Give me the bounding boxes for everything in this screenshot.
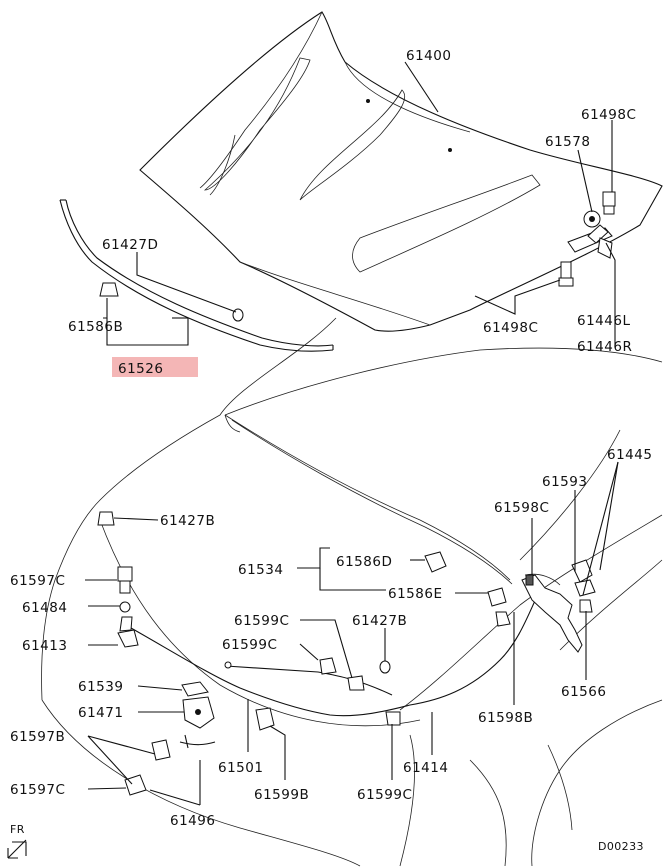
label-61597c-bottom[interactable]: 61597C (10, 782, 65, 798)
label-61599b[interactable]: 61599B (254, 787, 309, 803)
label-61427b-mid[interactable]: 61427B (352, 613, 407, 629)
label-61413[interactable]: 61413 (22, 638, 67, 654)
label-61599c-b[interactable]: 61599C (222, 637, 277, 653)
label-61498c-bottom[interactable]: 61498C (483, 320, 538, 336)
diagram-code: D00233 (598, 840, 644, 853)
label-61599c-a[interactable]: 61599C (234, 613, 289, 629)
label-61586e[interactable]: 61586E (388, 586, 442, 602)
label-61427b-top[interactable]: 61427B (160, 513, 215, 529)
label-61501[interactable]: 61501 (218, 760, 263, 776)
latch-assembly (521, 559, 596, 653)
body-outline (41, 317, 663, 867)
label-61593[interactable]: 61593 (542, 474, 587, 490)
label-61586d[interactable]: 61586D (336, 554, 392, 570)
label-61586b[interactable]: 61586B (68, 319, 123, 335)
label-61446r[interactable]: 61446R (577, 339, 632, 355)
hinge-assembly (558, 191, 616, 287)
label-61566[interactable]: 61566 (561, 684, 606, 700)
hood-release-cable (130, 589, 541, 717)
left-components (97, 511, 216, 796)
label-61526[interactable]: 61526 (118, 361, 163, 377)
label-61598b[interactable]: 61598B (478, 710, 533, 726)
part-labels: 61400 61498C 61578 61427D 61586B 61526 6… (10, 48, 652, 829)
front-label: FR (10, 823, 25, 836)
hood-front-seal (59, 199, 334, 352)
hood-panel (139, 11, 663, 332)
label-61539[interactable]: 61539 (78, 679, 123, 695)
label-61534[interactable]: 61534 (238, 562, 283, 578)
label-61471[interactable]: 61471 (78, 705, 123, 721)
label-61578[interactable]: 61578 (545, 134, 590, 150)
label-61445[interactable]: 61445 (607, 447, 652, 463)
label-61498c-top[interactable]: 61498C (581, 107, 636, 123)
label-61427d[interactable]: 61427D (102, 237, 158, 253)
highlight-61526 (112, 357, 198, 377)
leader-lines (85, 61, 619, 806)
grommet-61427d (232, 308, 244, 322)
label-61597c-top[interactable]: 61597C (10, 573, 65, 589)
label-61598c[interactable]: 61598C (494, 500, 549, 516)
front-arrow-icon (7, 839, 27, 859)
front-direction-indicator: FR (7, 823, 27, 859)
label-61414[interactable]: 61414 (403, 760, 448, 776)
label-61597b[interactable]: 61597B (10, 729, 65, 745)
label-61400[interactable]: 61400 (406, 48, 451, 64)
label-61599c-bottom[interactable]: 61599C (357, 787, 412, 803)
label-61496[interactable]: 61496 (170, 813, 215, 829)
misc-clips (255, 551, 511, 731)
label-61446l[interactable]: 61446L (577, 313, 630, 329)
label-61484[interactable]: 61484 (22, 600, 67, 616)
clip-61586b (99, 282, 119, 297)
